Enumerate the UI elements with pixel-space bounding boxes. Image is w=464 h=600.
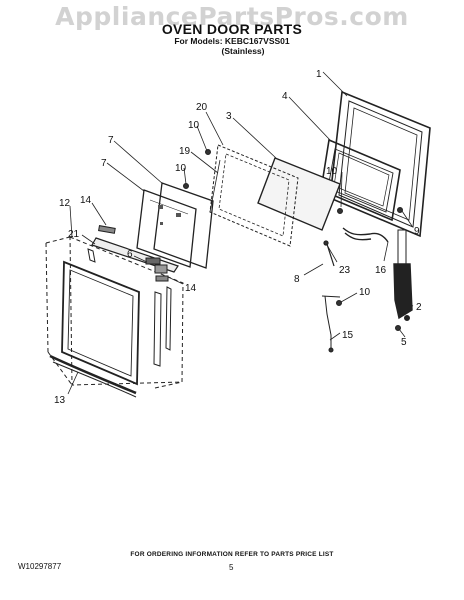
part-door-assembly-outline (45, 236, 184, 389)
part-inner-frame (320, 138, 401, 222)
callout-10-right: 10 (326, 166, 338, 177)
callout-12: 12 (59, 198, 71, 209)
variant-line: (Stainless) (221, 46, 265, 56)
callout-1: 1 (316, 69, 322, 80)
ordering-note: FOR ORDERING INFORMATION REFER TO PARTS … (130, 551, 334, 558)
callout-5: 5 (401, 337, 407, 348)
callout-23: 23 (339, 265, 351, 276)
callout-13: 13 (54, 395, 66, 406)
callout-10-bottom: 10 (359, 287, 371, 298)
model-line: For Models: KEBC167VSS01 (174, 36, 290, 46)
watermark: AppliancePartsPros.com (55, 2, 409, 31)
callout-2: 2 (416, 302, 422, 313)
callout-9: 9 (414, 226, 420, 237)
callout-21: 21 (68, 229, 80, 240)
callout-7-bottom: 7 (101, 158, 107, 169)
part-outer-door-panel (49, 260, 140, 398)
callout-14-top: 14 (80, 195, 92, 206)
part-side-trims (87, 248, 172, 367)
callout-4: 4 (282, 91, 288, 102)
callout-3: 3 (226, 111, 232, 122)
part-clips (98, 225, 169, 282)
callout-16: 16 (375, 265, 387, 276)
callout-10-mid: 10 (175, 163, 187, 174)
callout-20: 20 (196, 102, 208, 113)
callout-6: 6 (127, 249, 133, 260)
document-number: W10297877 (18, 562, 62, 571)
part-wire-15 (321, 295, 341, 353)
callout-8: 8 (294, 274, 300, 285)
part-pin-23 (323, 240, 335, 267)
callouts: 1 4 20 3 10 19 7 10 7 10 12 14 9 21 6 23… (54, 69, 422, 406)
leader-lines (67, 71, 414, 395)
part-glass-panels (136, 182, 214, 269)
callout-10-top: 10 (188, 120, 200, 131)
callout-15: 15 (342, 330, 354, 341)
part-door-liner (209, 144, 299, 247)
page-title: OVEN DOOR PARTS (161, 21, 303, 37)
callout-7-top: 7 (108, 135, 114, 146)
part-outer-frame (329, 90, 431, 238)
callout-19: 19 (179, 146, 191, 157)
page-number: 5 (229, 563, 234, 572)
part-vent-hose (342, 227, 389, 243)
callout-14-bottom: 14 (185, 283, 197, 294)
screws (183, 149, 403, 331)
part-hinge (393, 229, 413, 321)
